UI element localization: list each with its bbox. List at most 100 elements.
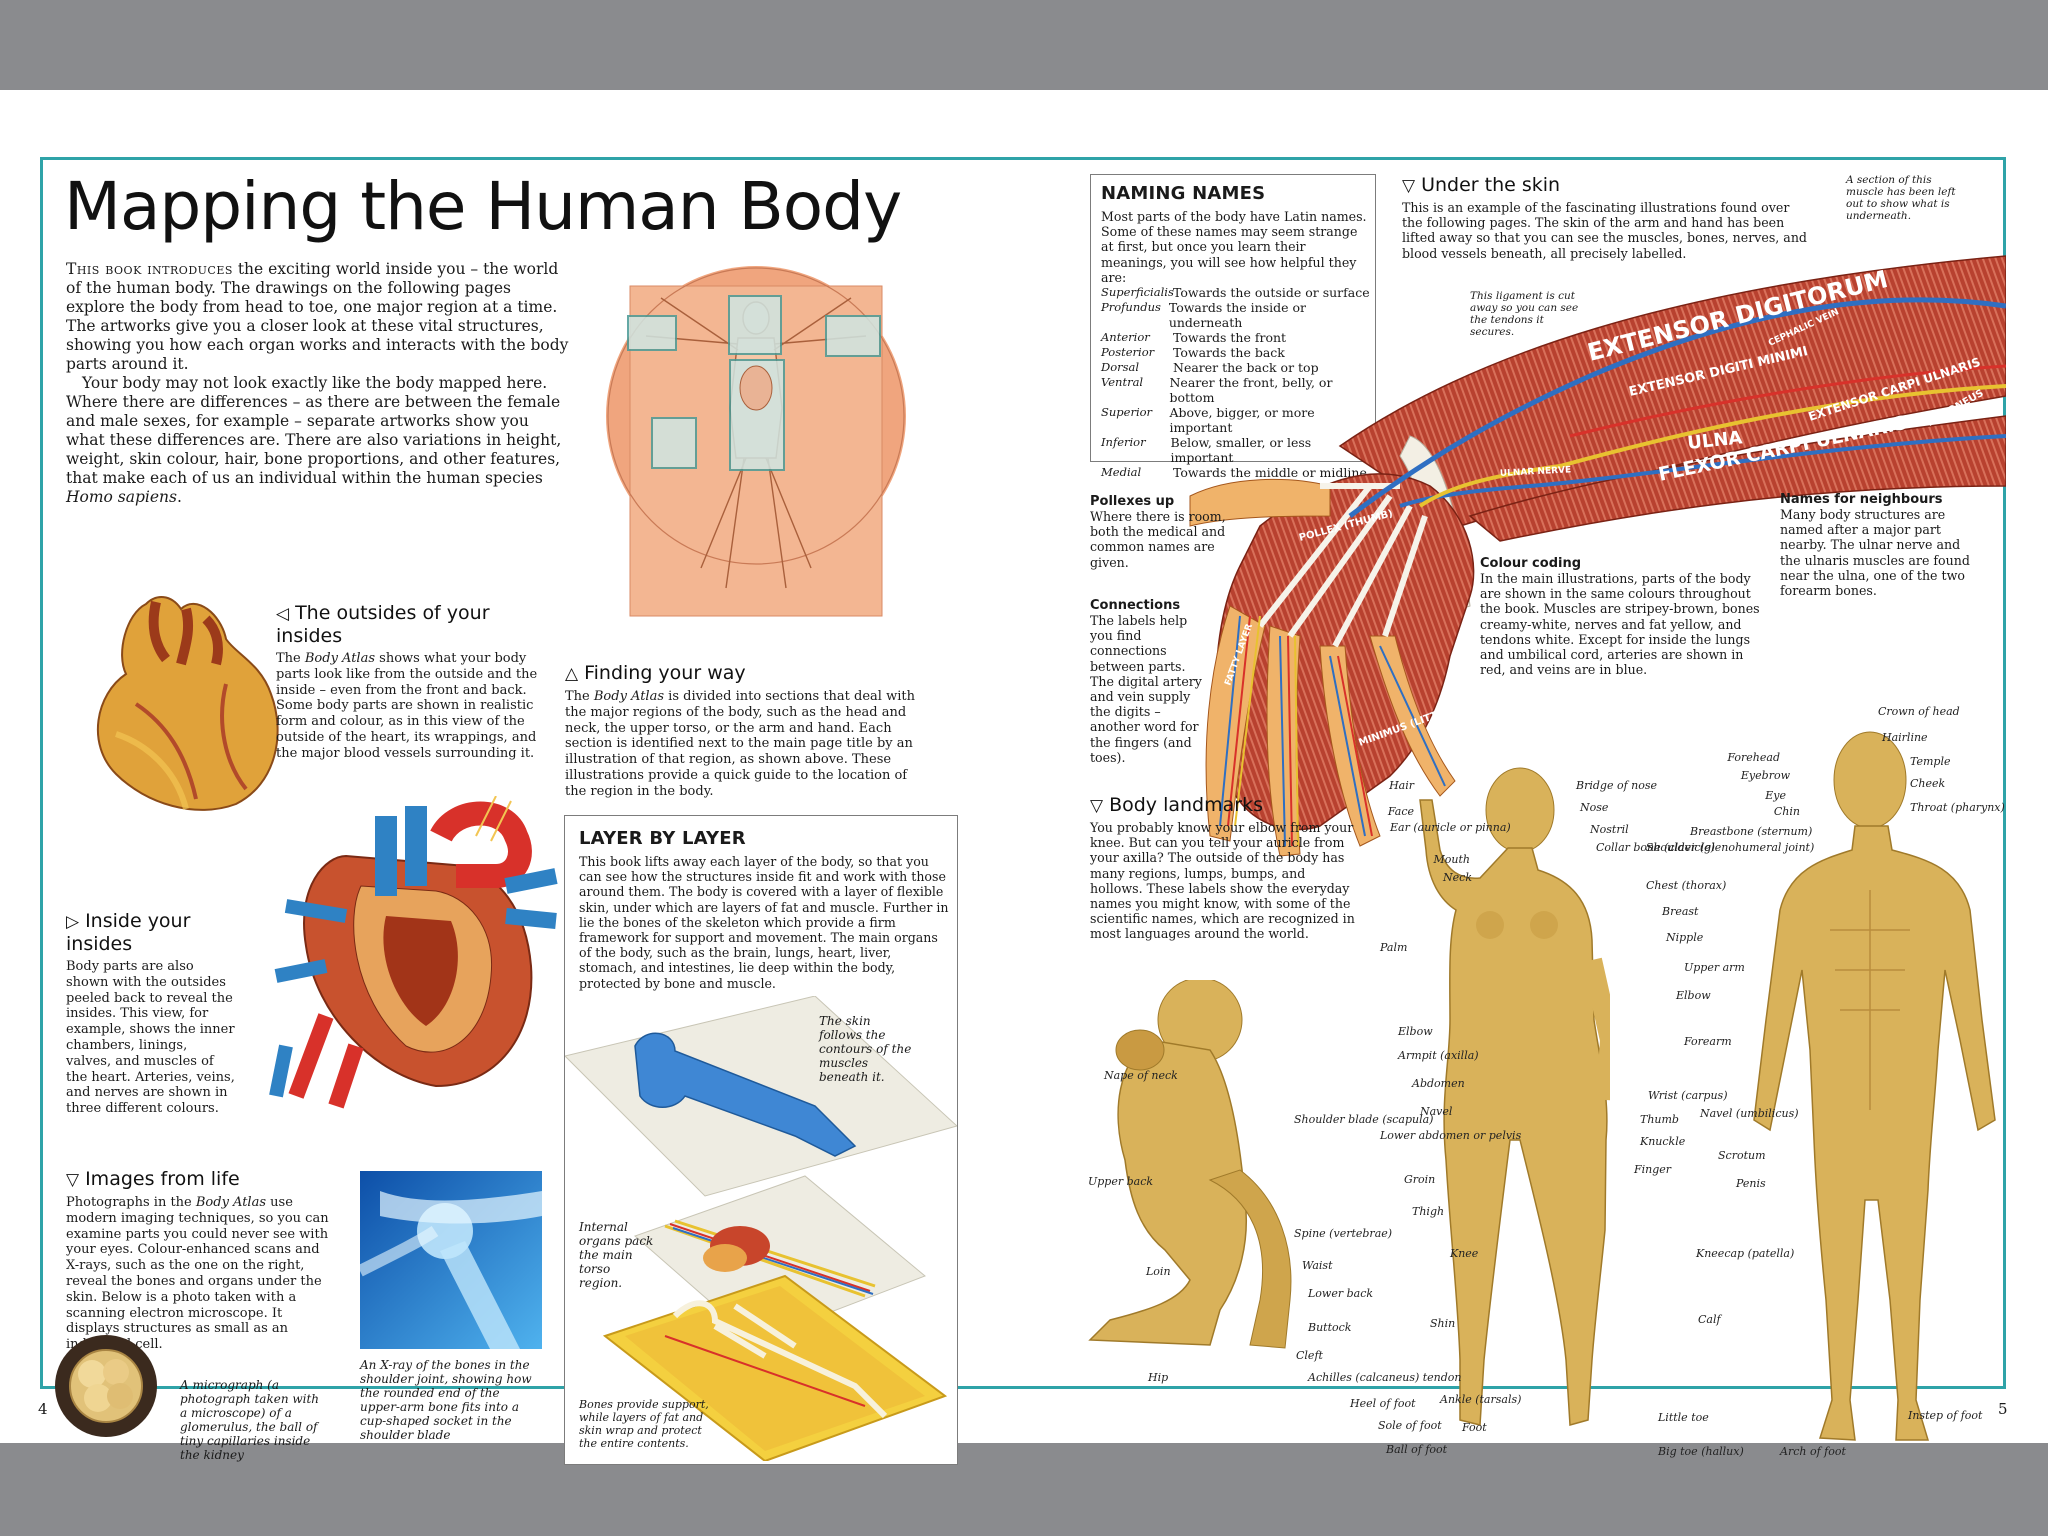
layer-by-layer-box: LAYER BY LAYER This book lifts away each… [564,815,958,1465]
page-number-right: 5 [1998,1400,2008,1418]
connections-heading: Connections [1090,598,1181,613]
section-outsides: ◁The outsides of your insides The Body A… [276,602,546,762]
cap-ligament: This ligament is cut away so you can see… [1470,290,1579,338]
page-frame [40,157,2006,1389]
heart-outside-illustration [96,596,279,811]
cap-bones: Bones provide support, while layers of f… [579,1398,709,1450]
section-connections: Connections The labels help you find con… [1090,598,1202,765]
lbl-arch: Arch of foot [1780,1445,1846,1458]
layer-box-text: This book lifts away each layer of the b… [579,854,949,991]
lbl-collar: Collar bone (clavicle) [1596,841,1715,854]
under-skin-heading: ▽Under the skin [1402,174,1561,196]
lbl-cheek: Cheek [1910,777,1946,790]
label-ulnar-nerve: ULNAR NERVE [1500,465,1572,479]
lbl-foot: Foot [1462,1421,1487,1434]
landmarks-text: You probably know your elbow from your k… [1090,820,1355,942]
naming-names-box: NAMING NAMES Most parts of the body have… [1090,174,1376,480]
arm-dissection-illustration: EXTENSOR DIGITORUM EXTENSOR DIGITI MINIM… [1189,255,2006,857]
xray-photo [360,1171,542,1349]
lbl-cleft: Cleft [1296,1349,1323,1362]
neighbours-heading: Names for neighbours [1780,492,1943,507]
lbl-lower-abdomen: Lower abdomen or pelvis [1380,1129,1522,1142]
lbl-ear: Ear (auricle or pinna) [1390,821,1511,834]
lbl-finger: Finger [1634,1163,1672,1176]
under-skin-text: This is an example of the fascinating il… [1402,200,1807,261]
triangle-down-icon: ▽ [66,1170,80,1190]
vitruvian-illustration [606,266,906,617]
lbl-chest: Chest (thorax) [1646,879,1727,892]
lbl-breastbone: Breastbone (sternum) [1690,825,1813,838]
lbl-eyebrow: Eyebrow [1740,769,1790,782]
kneeling-statue-illustration [1088,980,1292,1349]
lbl-nipple: Nipple [1666,931,1704,944]
heart-inside-illustration [269,796,558,1109]
lbl-hairline: Hairline [1882,731,1928,744]
layer-box-title: LAYER BY LAYER [579,828,746,849]
connections-text: The labels help you find connections bet… [1090,613,1202,765]
section-under-skin: ▽Under the skin This is an example of th… [1402,174,1822,261]
lbl-buttock: Buttock [1308,1321,1352,1334]
lbl-mouth: Mouth [1433,853,1470,866]
lbl-elbow: Elbow [1398,1025,1433,1038]
lbl-little-toe: Little toe [1658,1411,1709,1424]
cap-xray: An X-ray of the bones in the shoulder jo… [360,1358,532,1442]
lbl-lower-back: Lower back [1308,1287,1374,1300]
lbl-instep: Instep of foot [1908,1409,1983,1422]
finding-text: The Body Atlas is divided into sections … [565,689,915,799]
lbl-hair: Hair [1389,779,1414,792]
triangle-down-icon: ▽ [1402,176,1416,196]
lbl-knee: Knee [1450,1247,1479,1260]
section-colour-coding: Colour coding In the main illustrations,… [1480,556,1760,677]
lbl-achilles: Achilles (calcaneus) tendon [1308,1371,1462,1384]
lbl-sole: Sole of foot [1378,1419,1442,1432]
lbl-wrist: Wrist (carpus) [1648,1089,1728,1102]
lbl-face: Face [1387,805,1414,818]
lbl-shoulder: Shoulder (glenohumeral joint) [1645,841,1815,854]
lbl-heel: Heel of foot [1350,1397,1416,1410]
lbl-ball: Ball of foot [1386,1443,1448,1456]
lbl-temple: Temple [1910,755,1951,768]
lbl-penis: Penis [1736,1177,1766,1190]
lbl-loin: Loin [1146,1265,1171,1278]
lbl-shoulder-blade: Shoulder blade (scapula) [1294,1113,1434,1126]
lbl-kneecap: Kneecap (patella) [1696,1247,1795,1260]
colour-coding-heading: Colour coding [1480,556,1582,571]
cap-micrograph: A micrograph (a photograph taken with a … [180,1378,320,1462]
page-number-left: 4 [38,1400,48,1418]
intro-text: This book introduces the exciting world … [66,260,569,506]
cap-muscle-section: A section of this muscle has been left o… [1846,174,1956,222]
lbl-groin: Groin [1404,1173,1436,1186]
page-title: Mapping the Human Body [64,168,902,245]
lbl-elbow2: Elbow [1676,989,1711,1002]
cap-skin: The skin follows the contours of the mus… [819,1014,912,1084]
lbl-knuckle: Knuckle [1640,1135,1686,1148]
lbl-bridge: Bridge of nose [1576,779,1658,792]
lbl-thumb: Thumb [1640,1113,1679,1126]
lbl-chin: Chin [1773,805,1800,818]
layer-illustration [565,996,957,1461]
lbl-crown: Crown of head [1878,705,1960,718]
triangle-down-icon: ▽ [1090,796,1104,816]
lbl-neck: Neck [1443,871,1472,884]
lbl-navel-f: Navel [1420,1105,1453,1118]
lbl-abdomen: Abdomen [1412,1077,1465,1090]
lbl-shin: Shin [1430,1317,1456,1330]
colour-coding-text: In the main illustrations, parts of the … [1480,571,1760,678]
male-statue-illustration [1753,731,1996,1441]
micrograph-photo [55,1335,157,1437]
lbl-upper-back: Upper back [1088,1175,1154,1188]
cap-organs: Internal organs pack the main torso regi… [579,1220,654,1290]
lbl-spine: Spine (vertebrae) [1294,1227,1393,1240]
lbl-eye: Eye [1765,789,1786,802]
lbl-big-toe: Big toe (hallux) [1658,1445,1744,1458]
naming-title: NAMING NAMES [1101,183,1266,204]
landmarks-heading: ▽Body landmarks [1090,794,1263,816]
female-statue-illustration [1419,767,1610,1426]
